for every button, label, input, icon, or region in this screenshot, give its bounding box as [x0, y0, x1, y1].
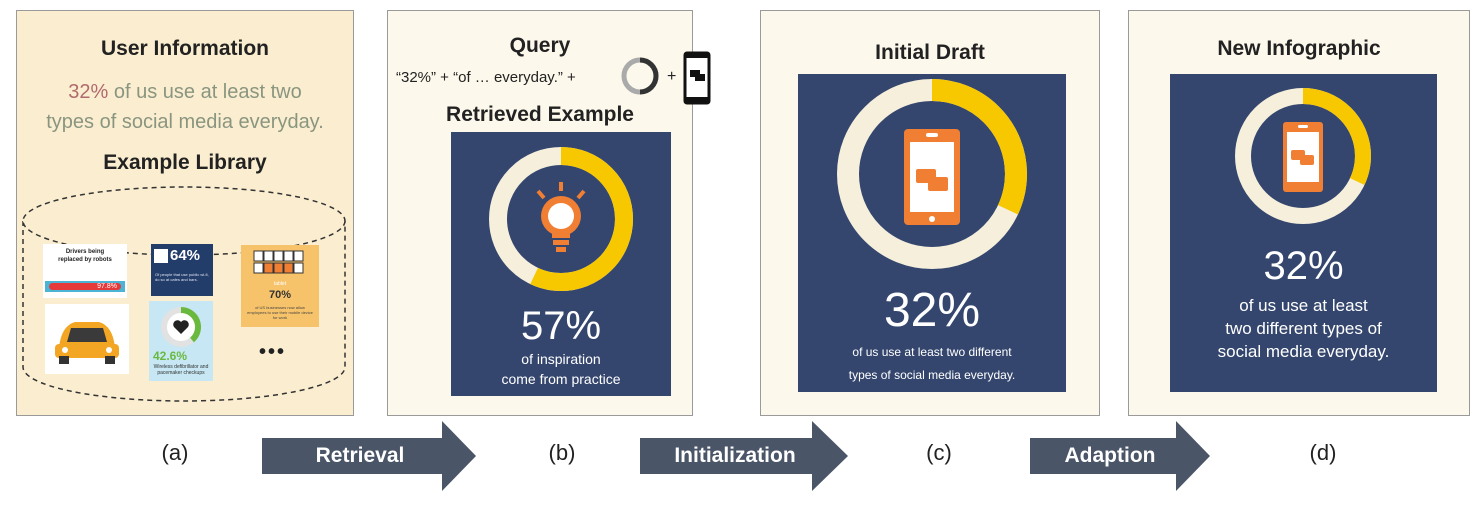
caption-c: (c)	[926, 440, 952, 465]
coffee-text: Of people that use public wi-fi, do so a…	[155, 272, 209, 282]
thumb-heart: 42.6% Wireless defibrillator and pacemak…	[149, 301, 213, 381]
user-information-text: 32% of us use at least two types of soci…	[17, 77, 353, 137]
caption-b: (b)	[548, 440, 576, 465]
panel-b-title: Query	[509, 34, 571, 57]
new-line1: of us use at least	[1239, 296, 1368, 315]
new-line2: two different types of	[1225, 319, 1382, 338]
library-ellipsis: •••	[259, 341, 287, 363]
retrieved-line1: of inspiration	[521, 351, 601, 367]
query-plus: +	[667, 68, 677, 85]
initial-line2: types of social media everyday.	[848, 368, 1016, 382]
new-infographic: 32% of us use at least two different typ…	[1170, 74, 1437, 392]
arrow-adaption-label: Adaption	[1064, 444, 1156, 467]
initial-value: 32%	[883, 284, 981, 337]
arrow-adaption: Adaption	[1030, 421, 1210, 491]
user-text-rest2: types of social media everyday.	[46, 111, 324, 133]
arrow-initialization-label: Initialization	[674, 444, 796, 467]
heart-ring-icon	[161, 306, 202, 347]
retrieved-title: Retrieved Example	[446, 103, 634, 126]
phones-grid-icon	[253, 250, 304, 274]
car-icon	[55, 322, 119, 364]
panel-d-title: New Infographic	[1217, 37, 1381, 60]
initial-line1: of us use at least two different	[852, 345, 1012, 359]
arrow-shape	[640, 421, 848, 491]
thumb-drivers: Drivers being replaced by robots 97.8%	[43, 244, 127, 298]
caption-a: (a)	[161, 440, 189, 465]
phones-label: tablet	[273, 281, 287, 287]
retrieved-line2: come from practice	[501, 371, 621, 387]
phone-query-icon	[683, 51, 711, 105]
arrow-retrieval-label: Retrieval	[315, 444, 405, 467]
heart-text: Wireless defibrillator and pacemaker che…	[153, 364, 209, 376]
query-text: “32%” + “of … everyday.” +	[396, 69, 576, 86]
panel-c-title: Initial Draft	[875, 41, 985, 64]
panel-initial-draft: Initial Draft 32% of us use at least two…	[760, 10, 1100, 416]
arrow-shape	[262, 421, 476, 491]
retrieved-value: 57%	[520, 304, 602, 348]
drivers-title: Drivers being replaced by robots	[58, 249, 112, 263]
drivers-bar-bg: 97.8%	[45, 281, 125, 292]
user-text-highlight: 32%	[68, 81, 109, 103]
ring-query-icon	[621, 57, 659, 95]
phones-text: of US businesses now allow employees to …	[247, 305, 313, 320]
thumb-coffee: 64% Of people that use public wi-fi, do …	[151, 244, 213, 296]
phones-value: 70%	[268, 289, 292, 301]
phone-chat-icon	[904, 129, 960, 225]
coffee-icon	[154, 249, 168, 263]
new-line3: social media everyday.	[1217, 342, 1390, 361]
arrow-shape	[1030, 421, 1210, 491]
panel-new-infographic: New Infographic 32% of us use at least t…	[1128, 10, 1470, 416]
thumb-car	[45, 304, 129, 374]
donut-arc	[837, 79, 1027, 269]
panel-a-title: User Information	[100, 37, 270, 60]
caption-d: (d)	[1309, 440, 1337, 465]
drivers-bar: 97.8%	[49, 283, 121, 290]
panel-user-information: User Information 32% of us use at least …	[16, 10, 354, 416]
initial-donut	[837, 79, 1027, 269]
user-text-rest1: of us use at least two	[108, 81, 302, 103]
panel-query: Query “32%” + “of … everyday.” + + Retri…	[387, 10, 711, 416]
donut-arc	[489, 147, 633, 291]
arrow-retrieval: Retrieval	[262, 421, 476, 491]
new-donut	[1235, 88, 1371, 224]
inspiration-donut	[489, 147, 633, 291]
initial-draft-infographic: 32% of us use at least two different typ…	[798, 74, 1066, 392]
heart-value: 42.6%	[153, 349, 188, 363]
library-title: Example Library	[103, 151, 267, 174]
lightbulb-icon	[536, 182, 586, 252]
new-value: 32%	[1263, 244, 1344, 288]
arrow-initialization: Initialization	[640, 421, 848, 491]
thumb-phones: tablet 70% of US businesses now allow em…	[241, 245, 319, 327]
donut-arc	[1235, 88, 1371, 224]
retrieved-infographic: 57% of inspiration come from practice	[451, 132, 671, 396]
phone-chat-icon	[1283, 122, 1323, 192]
coffee-value: 64%	[170, 247, 201, 264]
